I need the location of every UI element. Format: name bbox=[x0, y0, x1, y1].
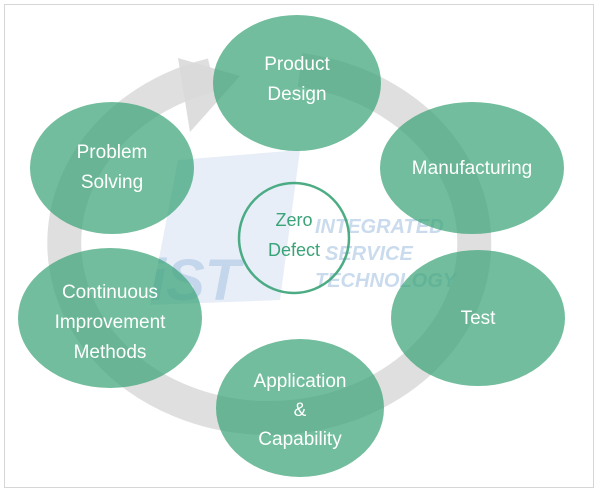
node-label: Problem bbox=[77, 142, 148, 163]
node-manufacturing: Manufacturing bbox=[380, 102, 564, 234]
center-label-line1: Zero bbox=[275, 210, 312, 230]
node-label: Test bbox=[461, 308, 497, 329]
center-zero-defect: Zero Defect bbox=[237, 181, 351, 295]
node-continuous-improvement: Continuous Improvement Methods bbox=[18, 248, 202, 388]
node-product-design: Product Design bbox=[213, 15, 381, 151]
node-label: Manufacturing bbox=[412, 158, 532, 179]
center-label-line2: Defect bbox=[268, 240, 320, 260]
node-label: Methods bbox=[74, 342, 147, 363]
node-label: & bbox=[294, 400, 307, 421]
node-application-capability: Application & Capability bbox=[216, 339, 384, 477]
node-label: Application bbox=[254, 371, 347, 392]
node-label: Solving bbox=[81, 172, 143, 193]
node-problem-solving: Problem Solving bbox=[30, 102, 194, 234]
center-ring bbox=[237, 181, 351, 295]
node-label: Design bbox=[267, 84, 326, 105]
node-label: Improvement bbox=[55, 312, 167, 333]
node-test: Test bbox=[391, 250, 565, 386]
node-label: Product bbox=[264, 54, 330, 75]
node-label: Continuous bbox=[62, 282, 158, 303]
watermark-line2: SERVICE bbox=[325, 243, 413, 265]
node-label: Capability bbox=[258, 429, 342, 450]
